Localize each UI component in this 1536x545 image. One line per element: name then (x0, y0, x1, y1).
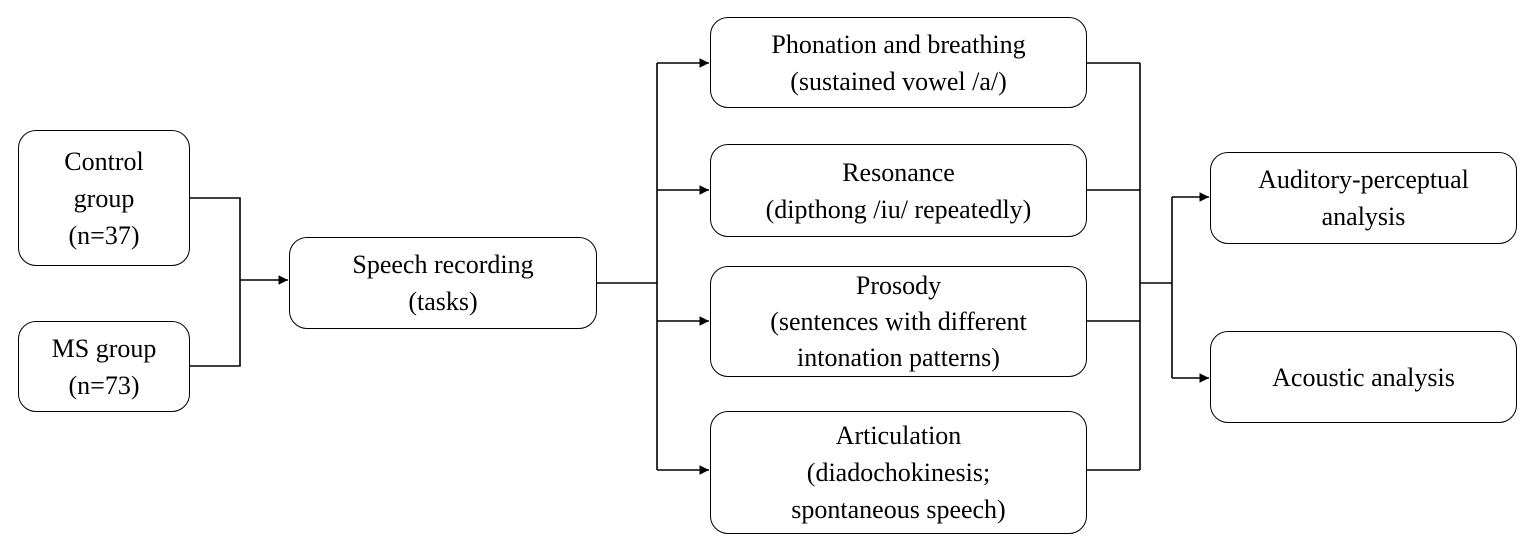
ms-group-line-1: MS group (51, 333, 157, 363)
prosody-line-1: Prosody (855, 270, 942, 300)
speech-recording-line-2: (tasks) (408, 287, 478, 316)
acoustic-analysis-line-1: Acoustic analysis (1272, 362, 1455, 392)
control-group-line-3: (n=37) (68, 220, 140, 250)
resonance-line-2: (dipthong /iu/ repeatedly) (765, 194, 1032, 224)
control-group-line-2: group (73, 183, 135, 213)
speech-recording-box: Speech recording (tasks) (289, 237, 597, 329)
ms-group-box: MS group (n=73) (18, 321, 190, 412)
ms-group-line-2: (n=73) (68, 370, 140, 400)
auditory-analysis-box: Auditory-perceptual analysis (1210, 152, 1517, 244)
auditory-analysis-line-2: analysis (1321, 202, 1406, 231)
control-group-line-1: Control (64, 146, 144, 176)
articulation-line-3: spontaneous speech) (791, 495, 1006, 524)
phonation-box: Phonation and breathing (sustained vowel… (710, 17, 1087, 108)
prosody-line-3: intonation patterns) (797, 342, 1000, 372)
control-group-box: Control group (n=37) (18, 130, 190, 266)
articulation-line-1: Articulation (835, 421, 962, 450)
resonance-line-1: Resonance (842, 157, 955, 187)
prosody-box: Prosody (sentences with different intona… (710, 266, 1087, 377)
connector-control-to-merge (190, 197, 241, 280)
prosody-line-2: (sentences with different (770, 306, 1027, 336)
phonation-line-2: (sustained vowel /a/) (790, 66, 1007, 96)
resonance-box: Resonance (dipthong /iu/ repeatedly) (710, 144, 1087, 237)
articulation-line-2: (diadochokinesis; (806, 458, 991, 487)
auditory-analysis-line-1: Auditory-perceptual (1258, 165, 1469, 194)
acoustic-analysis-box: Acoustic analysis (1210, 331, 1517, 423)
articulation-box: Articulation (diadochokinesis; spontaneo… (710, 411, 1087, 534)
connector-ms-to-merge (190, 280, 241, 367)
speech-recording-line-1: Speech recording (352, 250, 534, 279)
phonation-line-1: Phonation and breathing (771, 29, 1026, 59)
